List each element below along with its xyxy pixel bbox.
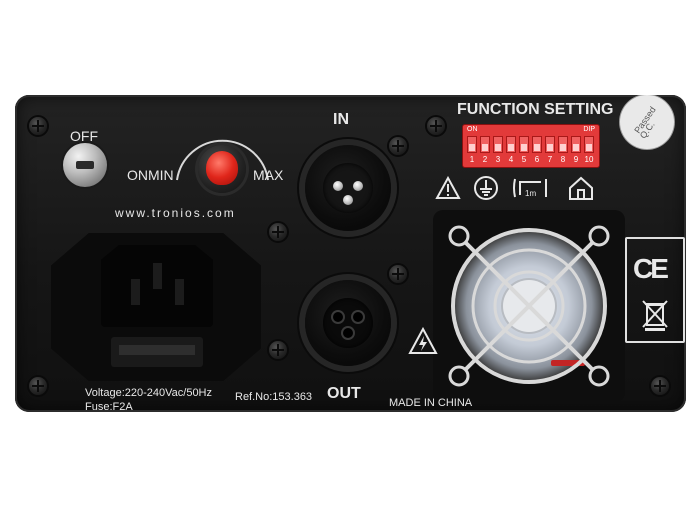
pin-hole-icon (353, 312, 363, 322)
dip-switch-toggle[interactable] (558, 136, 568, 153)
fuse-drawer[interactable] (111, 337, 203, 367)
indoor-use-icon (569, 176, 593, 200)
website-label: www.tronios.com (115, 206, 236, 220)
dip-switch-row (467, 136, 594, 153)
distance-1m-label: 1m (525, 189, 536, 198)
dip-switch-toggle[interactable] (467, 136, 477, 153)
screw-icon (389, 137, 407, 155)
certification-box: CE (625, 237, 685, 343)
dip-number: 3 (495, 155, 501, 164)
pin-icon (333, 181, 343, 191)
dip-number: 9 (573, 155, 579, 164)
dip-number: 7 (547, 155, 553, 164)
ce-mark-icon: CE (633, 253, 669, 284)
distance-1m-icon: 1m (513, 178, 547, 198)
screw-icon (29, 117, 47, 135)
dip-switch-toggle[interactable] (545, 136, 555, 153)
pin-icon (343, 195, 353, 205)
weee-bin-icon (642, 300, 668, 331)
dip-number: 5 (521, 155, 527, 164)
knob-cap (206, 151, 238, 185)
xlr-output-connector[interactable] (305, 280, 391, 366)
fan-wire (551, 360, 585, 366)
pin-hole-icon (343, 328, 353, 338)
screw-icon (269, 341, 287, 359)
dip-switch-toggle[interactable] (493, 136, 503, 153)
pin-icon (353, 181, 363, 191)
input-label: IN (333, 111, 349, 128)
screw-icon (651, 377, 669, 395)
on-label: ON (127, 167, 148, 183)
made-in-label: MADE IN CHINA (389, 397, 473, 409)
ground-icon (474, 176, 498, 200)
qc-passed-sticker: Passed Q.C. (620, 95, 674, 149)
level-knob[interactable] (198, 145, 246, 193)
socket-recess (101, 245, 213, 327)
key-slot (76, 161, 94, 169)
function-setting-label: FUNCTION SETTING (457, 101, 614, 118)
max-label: MAX (253, 167, 284, 183)
min-label: MIN (148, 167, 174, 183)
ref-number-label: Ref.No:153.363 (235, 391, 313, 403)
prong-icon (131, 279, 140, 305)
screw-icon (389, 265, 407, 283)
device-rear-panel: OFF ON MIN MAX www.tronios.com IN OUT (15, 95, 686, 412)
dip-number: 1 (469, 155, 475, 164)
screw-icon (269, 223, 287, 241)
power-socket[interactable] (51, 233, 261, 381)
xlr-input-connector[interactable] (305, 145, 391, 231)
output-label: OUT (327, 385, 361, 402)
dip-number-row: 1 2 3 4 5 6 7 8 9 10 (467, 155, 594, 164)
fan-grille-icon (448, 225, 610, 387)
xlr-face (323, 163, 373, 213)
dip-number: 6 (534, 155, 540, 164)
dip-switch-toggle[interactable] (506, 136, 516, 153)
screw-icon (427, 117, 445, 135)
electric-warning-icon (408, 327, 438, 354)
screw-icon (29, 377, 47, 395)
dip-number: 10 (584, 155, 594, 164)
dip-switch-toggle[interactable] (480, 136, 490, 153)
dip-switch-toggle[interactable] (532, 136, 542, 153)
dip-switch-toggle[interactable] (571, 136, 581, 153)
warning-icons-row: 1m (435, 175, 595, 201)
dip-switch[interactable]: ON DIP 1 2 3 4 5 6 7 8 9 10 (463, 125, 599, 167)
dip-on-label: ON (467, 126, 478, 133)
voltage-label: Voltage:220-240Vac/50Hz (85, 387, 212, 399)
dip-switch-toggle[interactable] (519, 136, 529, 153)
level-arc-icon (176, 139, 269, 181)
dip-number: 2 (482, 155, 488, 164)
warning-triangle-icon (435, 176, 461, 199)
dip-tag-label: DIP (583, 126, 595, 133)
dip-number: 8 (560, 155, 566, 164)
prong-icon (153, 263, 162, 289)
key-switch[interactable] (63, 143, 107, 187)
dip-switch-toggle[interactable] (584, 136, 594, 153)
fuse-label: Fuse:F2A (85, 401, 133, 412)
pin-hole-icon (333, 312, 343, 322)
dip-number: 4 (508, 155, 514, 164)
off-label: OFF (70, 128, 98, 144)
xlr-face (323, 298, 373, 348)
prong-icon (175, 279, 184, 305)
